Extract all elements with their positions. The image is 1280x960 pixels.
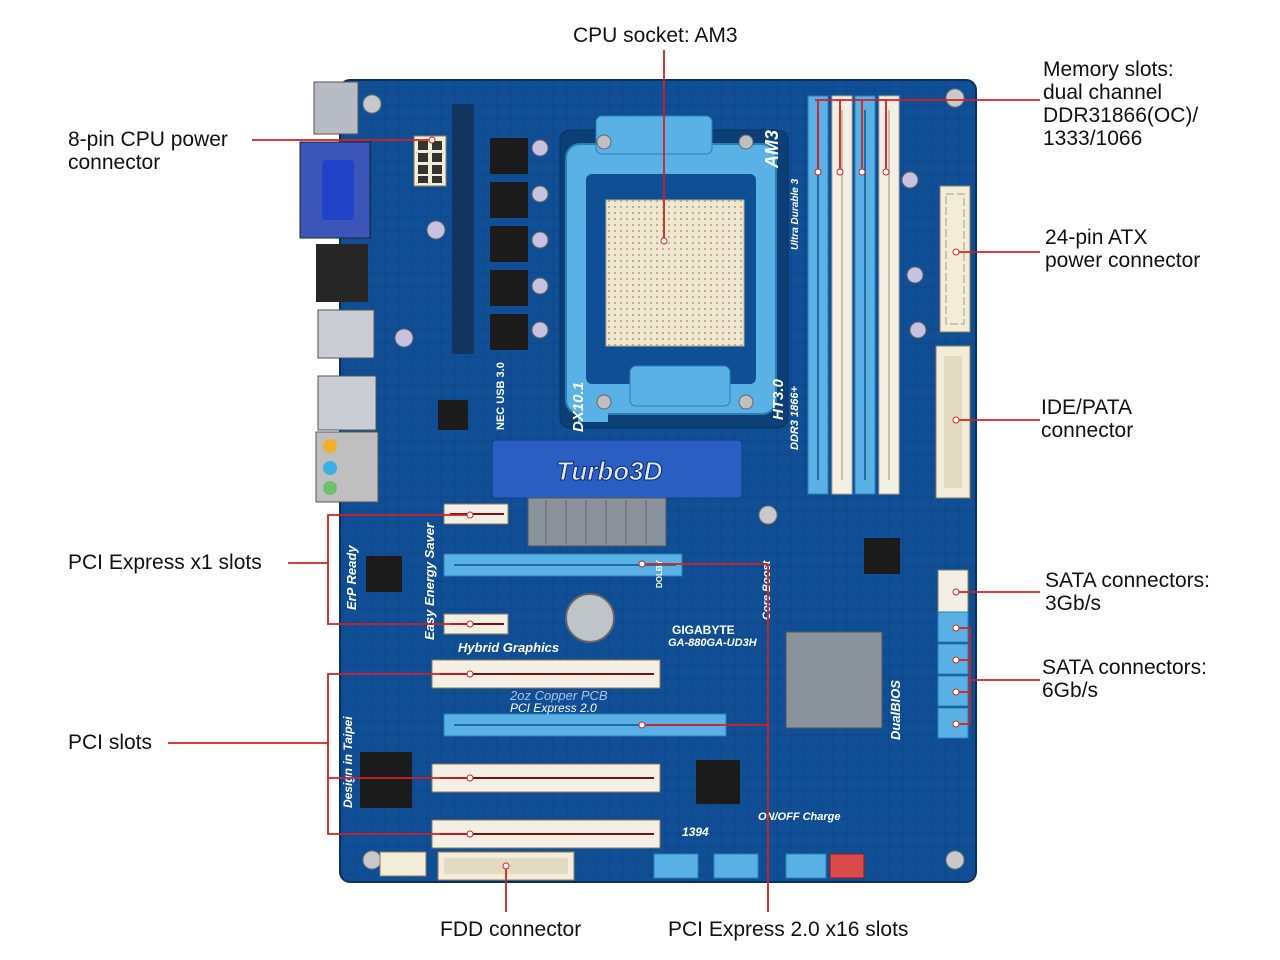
label-sata-6g: SATA connectors: 6Gb/s bbox=[1042, 656, 1207, 702]
onoff-charge-silkscreen: ON/OFF Charge bbox=[758, 811, 841, 823]
label-cpu-socket: CPU socket: AM3 bbox=[573, 24, 738, 47]
sata-6gbps-connectors bbox=[937, 611, 969, 739]
cpu-power-8pin bbox=[413, 135, 447, 187]
ddr3-silkscreen: DDR3 1866+ bbox=[789, 386, 801, 450]
rear-io-panel bbox=[299, 81, 379, 503]
leader-lines bbox=[168, 50, 1040, 912]
dolby-silkscreen: DOLBY bbox=[655, 559, 664, 588]
ide-connector bbox=[935, 345, 971, 499]
label-sata-3g: SATA connectors: 3Gb/s bbox=[1045, 569, 1210, 615]
pcie-x1-slots bbox=[443, 503, 509, 635]
design-taipei-silkscreen: Design in Taipei bbox=[341, 716, 355, 808]
label-pcie-x16: PCI Express 2.0 x16 slots bbox=[668, 918, 909, 941]
core-boost-silkscreen: Core Boost bbox=[761, 559, 773, 620]
label-pci: PCI slots bbox=[68, 731, 153, 754]
ultra-durable-silkscreen: Ultra Durable 3 bbox=[790, 178, 801, 250]
label-fdd: FDD connector bbox=[440, 918, 582, 941]
hybrid-graphics-silkscreen: Hybrid Graphics bbox=[458, 640, 559, 655]
label-cpu-power: 8-pin CPU power connector bbox=[68, 128, 228, 174]
misc-chips bbox=[360, 400, 900, 879]
leader-dots bbox=[428, 136, 960, 870]
energy-saver-silkscreen: Easy Energy Saver bbox=[422, 522, 437, 640]
ht30-silkscreen: HT3.0 bbox=[770, 378, 787, 420]
gigabyte-silkscreen: GIGABYTE bbox=[672, 623, 735, 637]
dx101-silkscreen: DX10.1 bbox=[570, 382, 587, 432]
atx-power-24pin bbox=[939, 185, 971, 333]
chipset-heatsink bbox=[491, 439, 743, 547]
turbo3d-logo: Turbo3D bbox=[556, 456, 663, 486]
southbridge-heatsink bbox=[785, 631, 883, 729]
label-pcie-x1: PCI Express x1 slots bbox=[68, 551, 262, 574]
am3-silkscreen: AM3 bbox=[762, 130, 782, 169]
nec-usb-silkscreen: NEC USB 3.0 bbox=[495, 362, 507, 430]
ieee1394-silkscreen: 1394 bbox=[682, 825, 709, 839]
label-ide: IDE/PATA connector bbox=[1041, 396, 1134, 442]
erp-ready-silkscreen: ErP Ready bbox=[344, 545, 359, 610]
label-memory-slots: Memory slots: dual channel DDR31866(OC)/… bbox=[1043, 58, 1199, 150]
label-atx-power: 24-pin ATX power connector bbox=[1045, 226, 1201, 272]
dualbios-silkscreen: DualBIOS bbox=[888, 680, 903, 740]
pcie20-silkscreen: PCI Express 2.0 bbox=[510, 701, 597, 715]
pcie-x16-slots bbox=[443, 553, 727, 737]
fdd-connector bbox=[437, 851, 575, 881]
memory-slots bbox=[807, 95, 900, 495]
model-silkscreen: GA-880GA-UD3H bbox=[668, 637, 758, 649]
cpu-socket-am3 bbox=[559, 115, 789, 429]
cmos-battery bbox=[565, 593, 615, 643]
vrm-phase-array bbox=[394, 104, 927, 354]
copper-pcb-silkscreen: 2oz Copper PCB bbox=[509, 688, 608, 703]
